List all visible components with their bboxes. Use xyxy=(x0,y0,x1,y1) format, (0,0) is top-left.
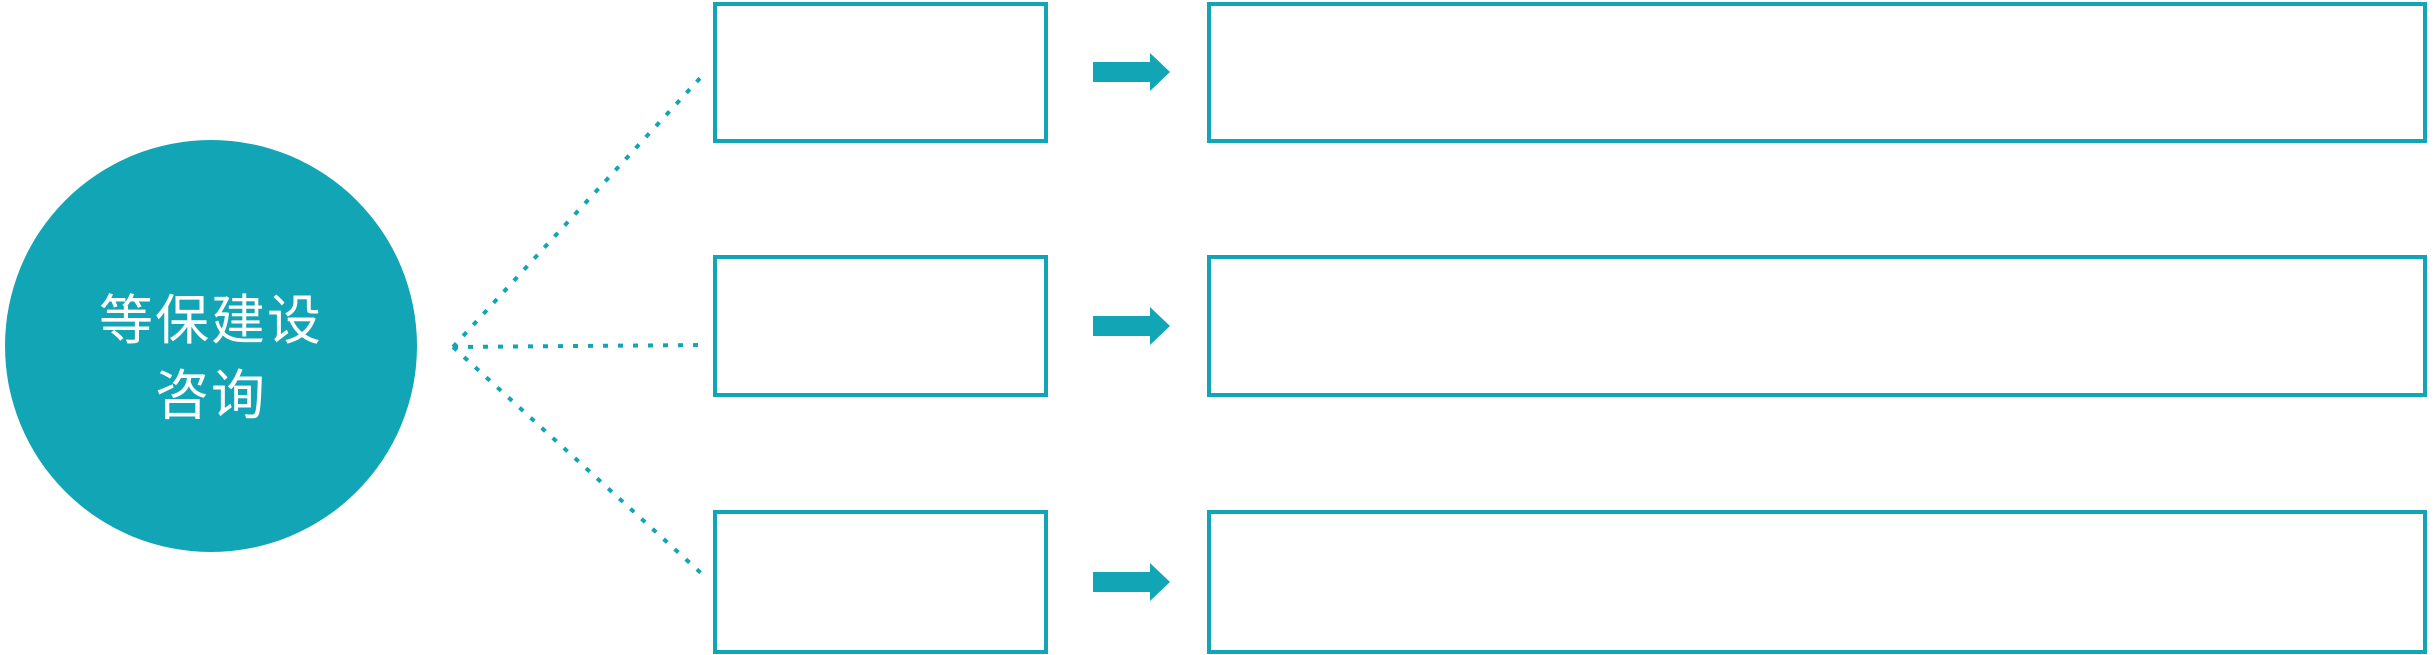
detail-box-2-text xyxy=(1211,259,2423,393)
detail-box-3 xyxy=(1207,510,2427,654)
detail-box-1-text xyxy=(1211,6,2423,139)
dotted-connector-line-2 xyxy=(452,343,705,349)
item-box-3-text xyxy=(717,514,1044,650)
right-block-arrow-icon xyxy=(1093,53,1170,91)
dotted-connector-line-1 xyxy=(451,74,704,349)
detail-box-1 xyxy=(1207,2,2427,143)
item-box-2 xyxy=(713,255,1048,397)
right-block-arrow-icon xyxy=(1093,563,1170,601)
item-box-3 xyxy=(713,510,1048,654)
detail-box-3-text xyxy=(1211,514,2423,650)
dotted-connector-line-3 xyxy=(451,345,704,576)
item-box-2-text xyxy=(717,259,1044,393)
detail-box-2 xyxy=(1207,255,2427,397)
item-box-1 xyxy=(713,2,1048,143)
hub-label-line1: 等保建设 xyxy=(99,291,323,352)
hub-circle: 等保建设 咨询 xyxy=(5,140,417,552)
hub-label-line2: 咨询 xyxy=(155,366,267,426)
item-box-1-text xyxy=(717,6,1044,139)
right-block-arrow-icon xyxy=(1093,307,1170,345)
